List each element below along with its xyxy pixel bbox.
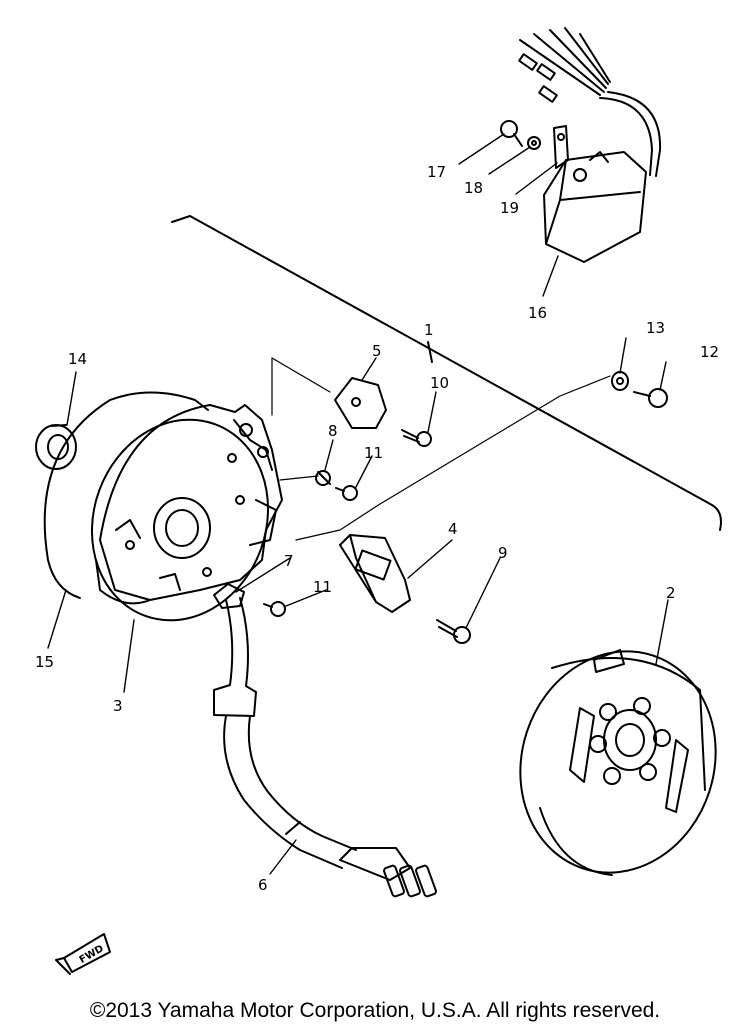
bolt-17: [500, 120, 523, 147]
screw-10: [401, 429, 432, 447]
screw-12: [633, 388, 668, 408]
stator-base-plate: [90, 404, 283, 622]
cdi-unit: [543, 151, 647, 263]
fwd-arrow-icon: [55, 933, 111, 975]
label-10: 10: [430, 374, 449, 392]
bracket-leader: [427, 341, 433, 363]
label-17: 17: [427, 163, 446, 181]
grommet-8: [315, 470, 331, 486]
label-11a: 11: [364, 444, 383, 462]
screw-11-lower: [263, 601, 286, 617]
source-coil: [339, 534, 411, 613]
screw-11-upper: [335, 485, 358, 501]
label-7: 7: [284, 552, 294, 570]
o-ring: [43, 391, 209, 561]
wire-harness: [213, 597, 437, 898]
label-12: 12: [700, 343, 719, 361]
label-1: 1: [424, 321, 434, 339]
label-5: 5: [372, 342, 382, 360]
label-6: 6: [258, 876, 268, 894]
leader-lines: [47, 133, 669, 875]
label-15: 15: [35, 653, 54, 671]
flywheel-rotor: [519, 649, 717, 876]
label-19: 19: [500, 199, 519, 217]
washer-13: [611, 371, 629, 391]
assembly-bracket: [171, 215, 722, 531]
copyright-notice: ©2013 Yamaha Motor Corporation, U.S.A. A…: [89, 999, 661, 1022]
label-3: 3: [113, 697, 123, 715]
label-14: 14: [68, 350, 87, 368]
oil-seal: [35, 424, 77, 470]
screw-9: [436, 619, 471, 644]
label-11b: 11: [313, 578, 332, 596]
o-ring-lower: [47, 559, 81, 599]
stay-19: [553, 125, 569, 169]
washer-18: [527, 136, 541, 150]
label-4: 4: [448, 520, 458, 538]
label-13: 13: [646, 319, 665, 337]
label-16: 16: [528, 304, 547, 322]
label-18: 18: [464, 179, 483, 197]
label-9: 9: [498, 544, 508, 562]
part-labels: 1 2 3 4 5 6 7 8 9 10 11 11 12 13 14 15 1…: [35, 163, 719, 966]
cdi-wiring: [518, 27, 662, 177]
pickup-coil: [334, 377, 387, 429]
harness-grommet: [213, 583, 245, 609]
label-8: 8: [328, 422, 338, 440]
guide-lines: [271, 357, 611, 541]
label-2: 2: [666, 584, 676, 602]
